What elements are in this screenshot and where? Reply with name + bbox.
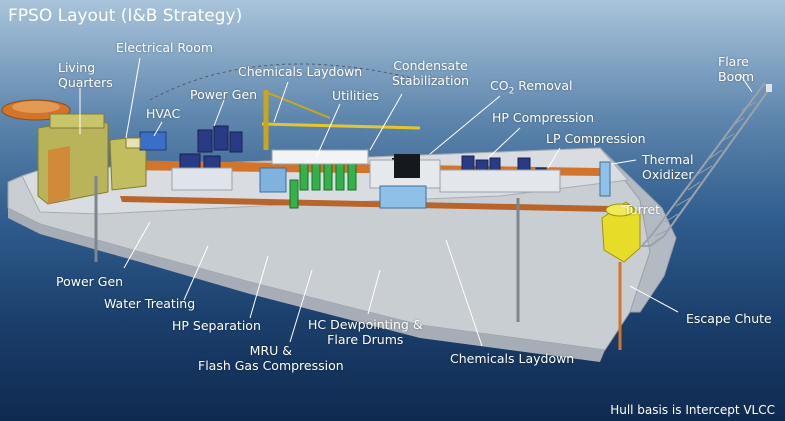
label-escape-chute: Escape Chute: [686, 311, 772, 326]
label-power-gen-top: Power Gen: [190, 87, 258, 102]
turret-top: [605, 203, 635, 217]
label-power-gen-bottom: Power Gen: [56, 274, 124, 289]
label-chemicals-laydown-top: Chemicals Laydown: [238, 64, 363, 79]
living-quarters-side: [48, 146, 70, 204]
flare-tip: [766, 84, 772, 92]
label-electrical-room: Electrical Room: [116, 40, 214, 55]
thermal-oxidizer: [599, 161, 611, 197]
compression-deck: [439, 169, 561, 193]
power-gen-base: [171, 167, 233, 191]
utilities-deck: [271, 149, 369, 165]
label-hvac: HVAC: [146, 106, 181, 121]
turret: [601, 201, 641, 263]
living-quarters-roof: [49, 113, 105, 129]
hull-bow: [599, 147, 677, 313]
label-thermal-oxidizer: Thermal Oxidizer: [642, 152, 694, 182]
helideck-top: [12, 101, 60, 113]
crane-boom: [261, 122, 421, 130]
label-turret: Turret: [624, 202, 661, 217]
crane-reach-arc: [149, 63, 421, 101]
electrical-room-block: [109, 135, 147, 191]
label-chemicals-laydown-bottom: Chemicals Laydown: [450, 351, 575, 366]
flare-boom: [639, 82, 772, 247]
label-hc-dewpointing: HC Dewpointing & Flare Drums: [308, 317, 423, 347]
label-hp-separation: HP Separation: [172, 318, 261, 333]
crane-jib: [265, 91, 331, 119]
hvac-unit-2: [125, 137, 141, 149]
condensate-module-top: [394, 154, 420, 178]
label-lp-compression: LP Compression: [546, 131, 646, 146]
hc-dewpointing-box: [379, 185, 427, 209]
label-condensate-stabilization: Condensate Stabilization: [392, 58, 470, 88]
hvac-unit: [139, 131, 167, 151]
label-water-treating: Water Treating: [104, 296, 196, 311]
label-co2-removal: CO2 Removal: [490, 78, 573, 97]
utilities-blue: [259, 167, 287, 193]
label-living-quarters: Living Quarters: [58, 60, 113, 90]
label-flare-boom: Flare Boom: [718, 54, 755, 84]
hull-basis-note: Hull basis is Intercept VLCC: [610, 403, 775, 417]
page-title: FPSO Layout (I&B Strategy): [8, 6, 243, 26]
hull-bottom-shade: [8, 208, 605, 362]
label-utilities: Utilities: [332, 88, 380, 103]
label-hp-compression: HP Compression: [492, 110, 595, 125]
pipe-rack-lower: [120, 196, 612, 212]
label-mru-flash-gas: MRU & Flash Gas Compression: [198, 343, 344, 373]
flare-boom-lattice: [654, 101, 757, 237]
leader-lines: [79, 57, 753, 347]
